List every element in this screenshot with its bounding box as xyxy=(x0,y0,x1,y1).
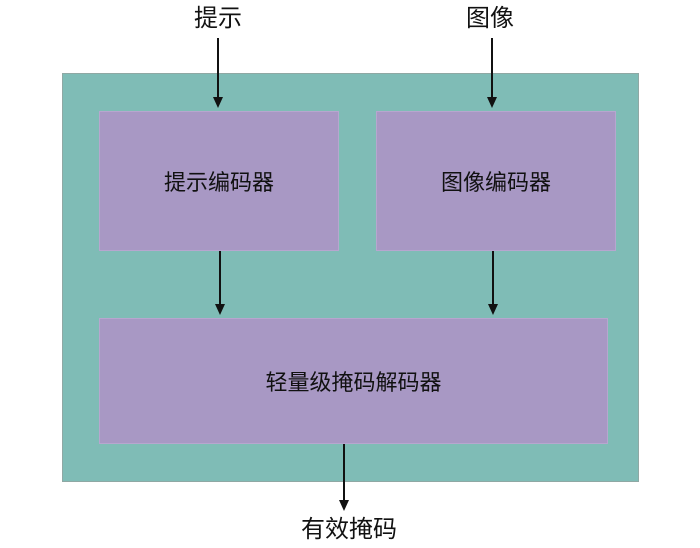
prompt-encoder-block: 提示编码器 xyxy=(99,111,339,251)
arrowhead-prompt-to-encoder xyxy=(213,97,223,108)
arrowhead-image-encoder-to-decoder xyxy=(488,304,498,315)
mask-decoder-block: 轻量级掩码解码器 xyxy=(99,318,608,444)
arrowhead-prompt-encoder-to-decoder xyxy=(215,304,225,315)
prompt-encoder-label: 提示编码器 xyxy=(163,171,274,196)
input-label-prompt: 提示 xyxy=(194,4,242,32)
image-encoder-block: 图像编码器 xyxy=(376,111,616,251)
input-label-image: 图像 xyxy=(466,4,514,32)
arrowhead-decoder-to-output xyxy=(339,500,349,511)
image-encoder-label: 图像编码器 xyxy=(440,171,551,196)
arrowhead-image-to-encoder xyxy=(487,97,497,108)
mask-decoder-label: 轻量级掩码解码器 xyxy=(265,371,442,396)
output-label-valid-mask: 有效掩码 xyxy=(301,515,397,543)
